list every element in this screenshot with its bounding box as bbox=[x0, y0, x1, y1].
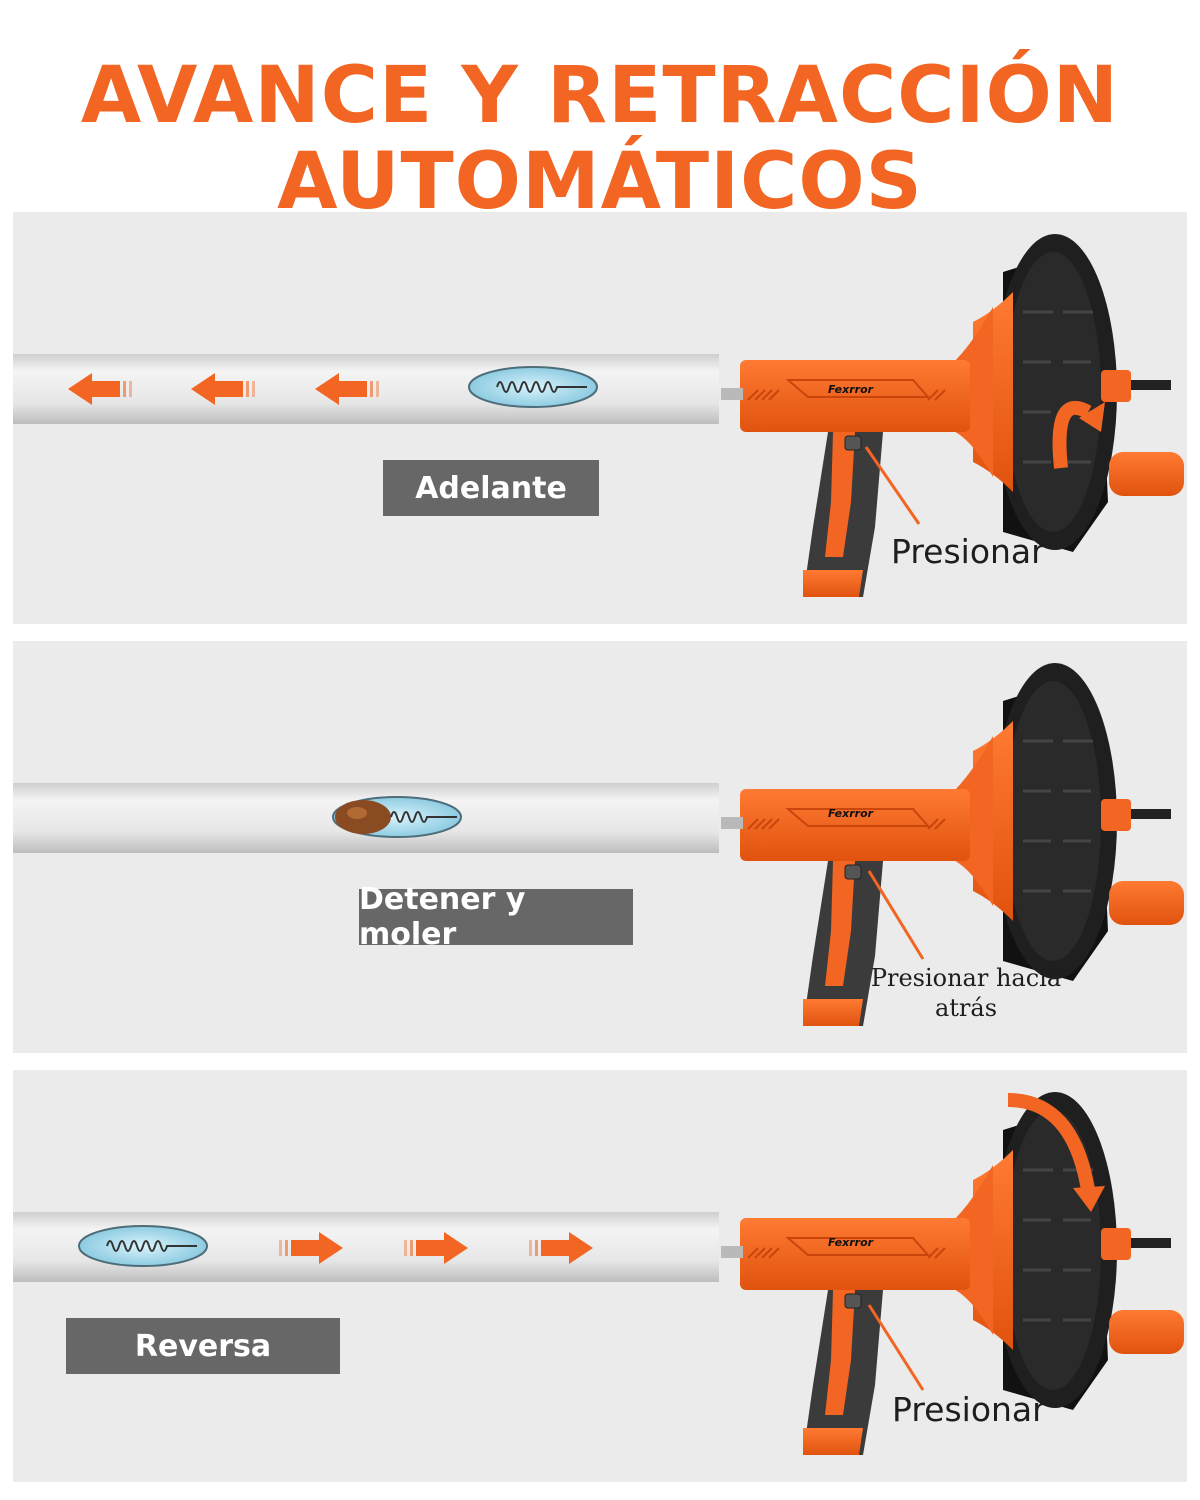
title-line-2: AUTOMÁTICOS bbox=[277, 137, 923, 227]
title-line-1: AVANCE Y RETRACCIÓN bbox=[80, 51, 1120, 141]
forward-scene bbox=[13, 232, 1186, 599]
mode-label: Reversa bbox=[66, 1318, 340, 1374]
brand-logo: Fexrror bbox=[828, 807, 874, 820]
panel-reverse: Reversa Presionar bbox=[13, 1070, 1187, 1482]
pointer-line bbox=[867, 1304, 925, 1391]
clog-icon bbox=[332, 796, 462, 838]
stop-scene bbox=[13, 661, 1186, 1028]
brand-logo: Fexrror bbox=[828, 383, 874, 396]
cable-head-icon bbox=[78, 1225, 208, 1267]
reverse-scene bbox=[13, 1090, 1186, 1457]
pointer-line bbox=[864, 446, 921, 525]
rotate-arrow-icon bbox=[1052, 400, 1092, 469]
pointer-line bbox=[867, 870, 925, 960]
action-label: Presionar hacia atrás bbox=[870, 964, 1062, 1022]
right-arrows bbox=[279, 1232, 593, 1264]
cable-head-icon bbox=[468, 366, 598, 408]
rotate-arrow-icon bbox=[1007, 1093, 1095, 1192]
action-label: Presionar bbox=[891, 532, 1045, 571]
action-label: Presionar bbox=[892, 1390, 1046, 1429]
mode-label: Adelante bbox=[383, 460, 599, 516]
panel-forward: Adelante Presionar bbox=[13, 212, 1187, 624]
mode-label: Detener y moler bbox=[359, 882, 633, 952]
brand-logo: Fexrror bbox=[828, 1236, 874, 1249]
left-arrows bbox=[68, 373, 379, 405]
panel-stop-grind: Detener y moler Presionar hacia atrás bbox=[13, 641, 1187, 1053]
